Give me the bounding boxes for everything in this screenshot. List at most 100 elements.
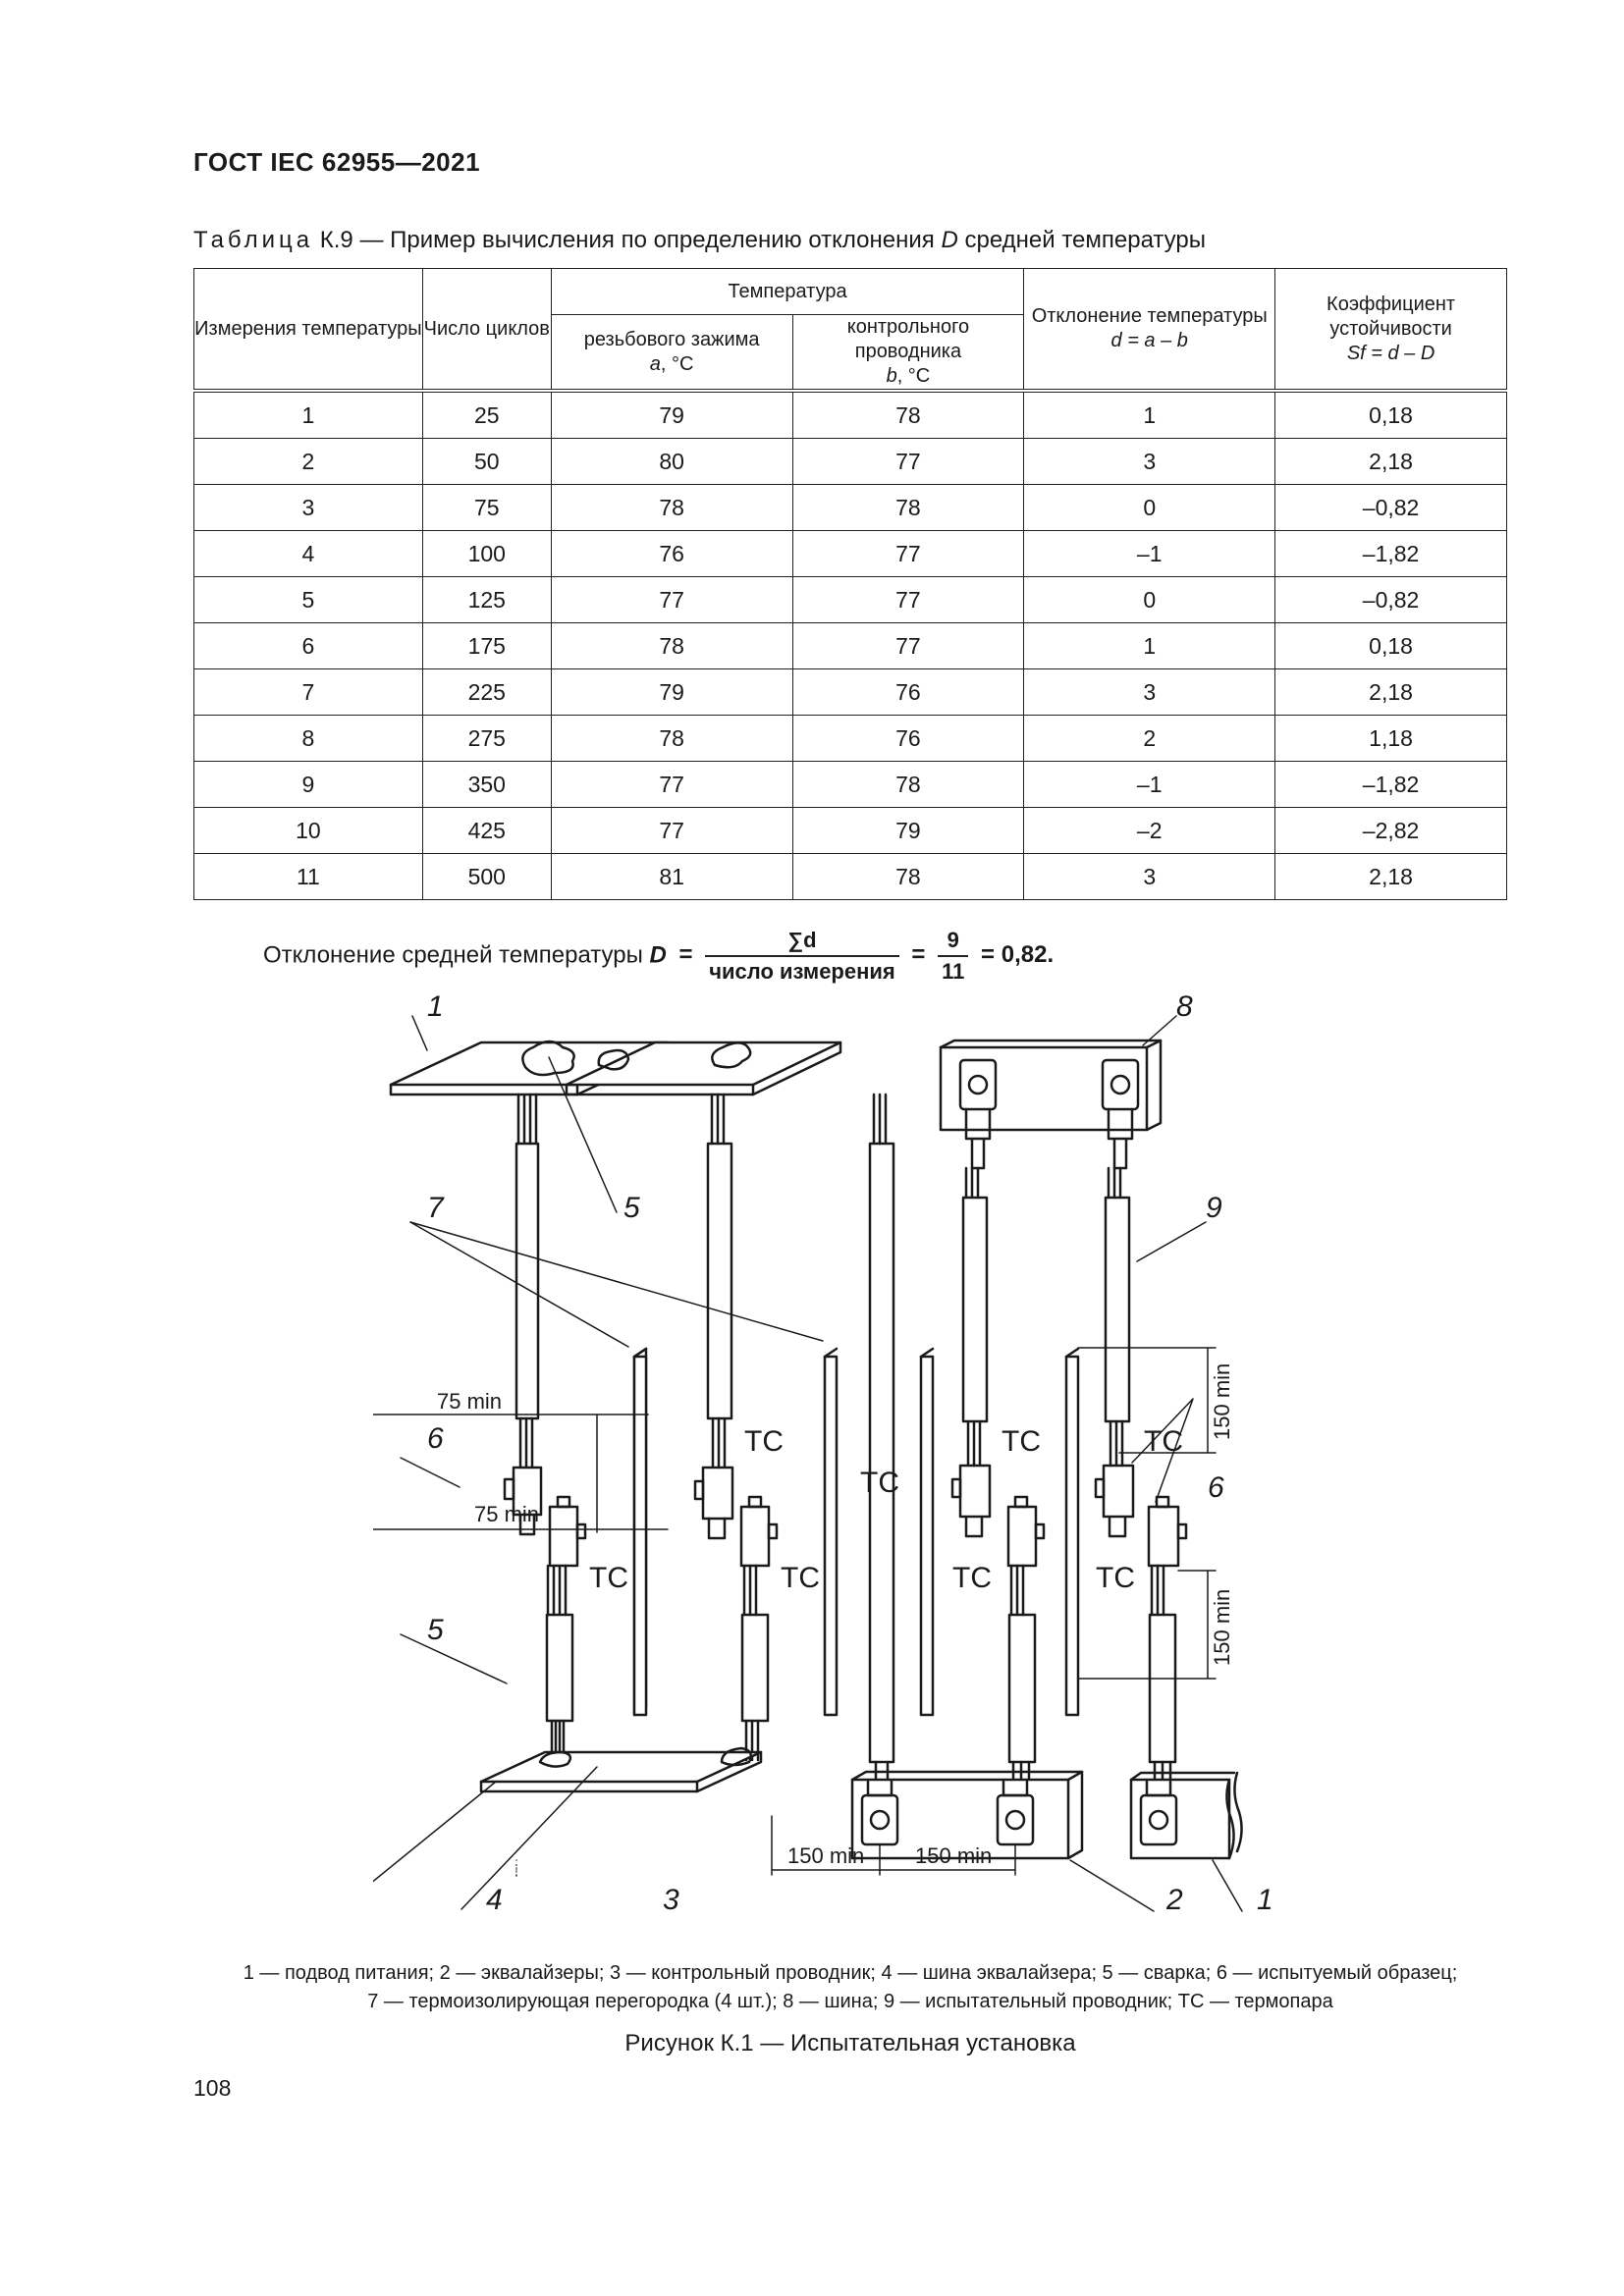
header-terminal-unit: , °C xyxy=(660,352,694,375)
label-1-top: 1 xyxy=(427,990,444,1023)
table-cell: 79 xyxy=(791,807,1025,854)
document-header: ГОСТ IEC 62955—2021 xyxy=(193,147,481,177)
label-5-top: 5 xyxy=(623,1192,640,1224)
table-cell: 500 xyxy=(421,853,552,900)
label-6-left: 6 xyxy=(427,1422,444,1455)
header-coefficient: Коэффициент устойчивости Sf = d – D xyxy=(1274,268,1507,393)
label-9: 9 xyxy=(1206,1192,1222,1224)
formula-den2: 11 xyxy=(942,959,965,984)
table-cell: –0,82 xyxy=(1274,576,1507,623)
label-4: 4 xyxy=(486,1884,503,1916)
table-cell: 78 xyxy=(791,853,1025,900)
table-cell: –1,82 xyxy=(1274,530,1507,577)
figure-labels: 1 5 7 8 9 6 6 5 4 3 2 1 xyxy=(427,990,1273,1916)
formula-fraction-1: ∑d число измерения xyxy=(705,928,899,985)
table-cell: 77 xyxy=(791,530,1025,577)
table-cell: 8 xyxy=(193,715,423,762)
formula-eq-2: = xyxy=(911,941,926,969)
busbar-8 xyxy=(939,1039,1163,1170)
tc-label-5: ТС xyxy=(589,1562,628,1594)
header-coefficient-formula: Sf = d – D xyxy=(1346,342,1435,364)
table-cell: 100 xyxy=(421,530,552,577)
table-caption-text: К.9 — Пример вычисления по определению о… xyxy=(319,227,935,253)
table-cell: –2,82 xyxy=(1274,807,1507,854)
table-cell: 3 xyxy=(1023,668,1276,716)
table-cell: 11 xyxy=(193,853,423,900)
conductor-column-1 xyxy=(503,1093,587,1764)
legend-line-2: 7 — термоизолирующая перегородка (4 шт.)… xyxy=(367,1991,1333,2012)
table-caption-end: средней температуры xyxy=(964,227,1207,253)
table-cell: 125 xyxy=(421,576,552,623)
table-cell: 78 xyxy=(550,484,793,531)
table-cell: 77 xyxy=(791,438,1025,485)
dim-150-h1: 150 min xyxy=(787,1843,864,1868)
formula-prefix: Отклонение средней температуры xyxy=(263,941,643,969)
table-cell: –0,82 xyxy=(1274,484,1507,531)
page-number: 108 xyxy=(193,2075,232,2101)
dim-150-h2: 150 min xyxy=(915,1843,992,1868)
table-cell: 4 xyxy=(193,530,423,577)
table-cell: 79 xyxy=(550,390,793,439)
table-cell: –1,82 xyxy=(1274,761,1507,808)
table-cell: 350 xyxy=(421,761,552,808)
legend-line-1: 1 — подвод питания; 2 — эквалайзеры; 3 —… xyxy=(243,1962,1458,1984)
table-cell: –1 xyxy=(1023,761,1276,808)
conductor-column-4 xyxy=(950,1166,1046,1784)
thermal-barriers xyxy=(632,1347,1080,1717)
table-cell: 225 xyxy=(421,668,552,716)
equalizer-bar-4 xyxy=(479,1746,763,1793)
conductor-column-2 xyxy=(693,1093,779,1762)
dimension-labels: 75 min 75 min 150 min 150 min 150 min 15… xyxy=(437,1363,1234,1868)
table-cell: 2,18 xyxy=(1274,438,1507,485)
table-cell: 6 xyxy=(193,622,423,669)
bottom-supply-1 xyxy=(1129,1771,1243,1860)
dim-150-v2: 150 min xyxy=(1210,1589,1234,1666)
formula-result: = 0,82. xyxy=(981,941,1055,969)
label-5-bottom: 5 xyxy=(427,1614,444,1646)
label-6-right: 6 xyxy=(1208,1471,1224,1504)
header-coefficient-label: Коэффициент устойчивости xyxy=(1326,293,1456,340)
table-cell: 79 xyxy=(550,668,793,716)
header-conductor-unit: , °C xyxy=(896,365,931,387)
header-terminal: резьбового зажима a, °C xyxy=(550,314,793,393)
table-cell: 10 xyxy=(193,807,423,854)
table-caption-label: Таблица xyxy=(193,227,314,253)
header-temperature: Температура xyxy=(550,268,1025,315)
dim-150-v1: 150 min xyxy=(1210,1363,1234,1440)
figure-legend: 1 — подвод питания; 2 — эквалайзеры; 3 —… xyxy=(193,1959,1507,2016)
test-setup-figure: 1 5 7 8 9 6 6 5 4 3 2 1 ТС ТС ТС ТС ТС Т… xyxy=(373,990,1273,1916)
tc-label-3: ТС xyxy=(1001,1425,1041,1458)
table-cell: 77 xyxy=(791,576,1025,623)
table-cell: 1,18 xyxy=(1274,715,1507,762)
table-cell: 78 xyxy=(550,715,793,762)
tc-label-7: ТС xyxy=(952,1562,992,1594)
header-deviation: Отклонение температуры d = a – b xyxy=(1023,268,1276,393)
header-conductor-var: b xyxy=(886,365,897,387)
table-cell: 0,18 xyxy=(1274,390,1507,439)
formula-eq: = xyxy=(678,941,693,969)
table-cell: 0,18 xyxy=(1274,622,1507,669)
table-cell: 0 xyxy=(1023,484,1276,531)
tc-label-6: ТС xyxy=(781,1562,820,1594)
table-cell: 81 xyxy=(550,853,793,900)
tc-label-8: ТС xyxy=(1096,1562,1135,1594)
tc-label-4: ТС xyxy=(1144,1425,1183,1458)
table-cell: 9 xyxy=(193,761,423,808)
header-terminal-var: a xyxy=(649,352,661,375)
table-cell: –1 xyxy=(1023,530,1276,577)
thermocouple-labels: ТС ТС ТС ТС ТС ТС ТС ТС xyxy=(589,1425,1183,1594)
table-cell: 80 xyxy=(550,438,793,485)
tc-label-2: ТС xyxy=(860,1467,899,1499)
table-cell: 3 xyxy=(1023,438,1276,485)
formula-fraction-2: 9 11 xyxy=(938,928,969,985)
figure-caption: Рисунок К.1 — Испытательная установка xyxy=(624,2030,1076,2056)
top-supply-plate-right xyxy=(565,1041,842,1096)
table-caption-var: D xyxy=(941,227,958,253)
formula-num2: 9 xyxy=(938,928,969,957)
